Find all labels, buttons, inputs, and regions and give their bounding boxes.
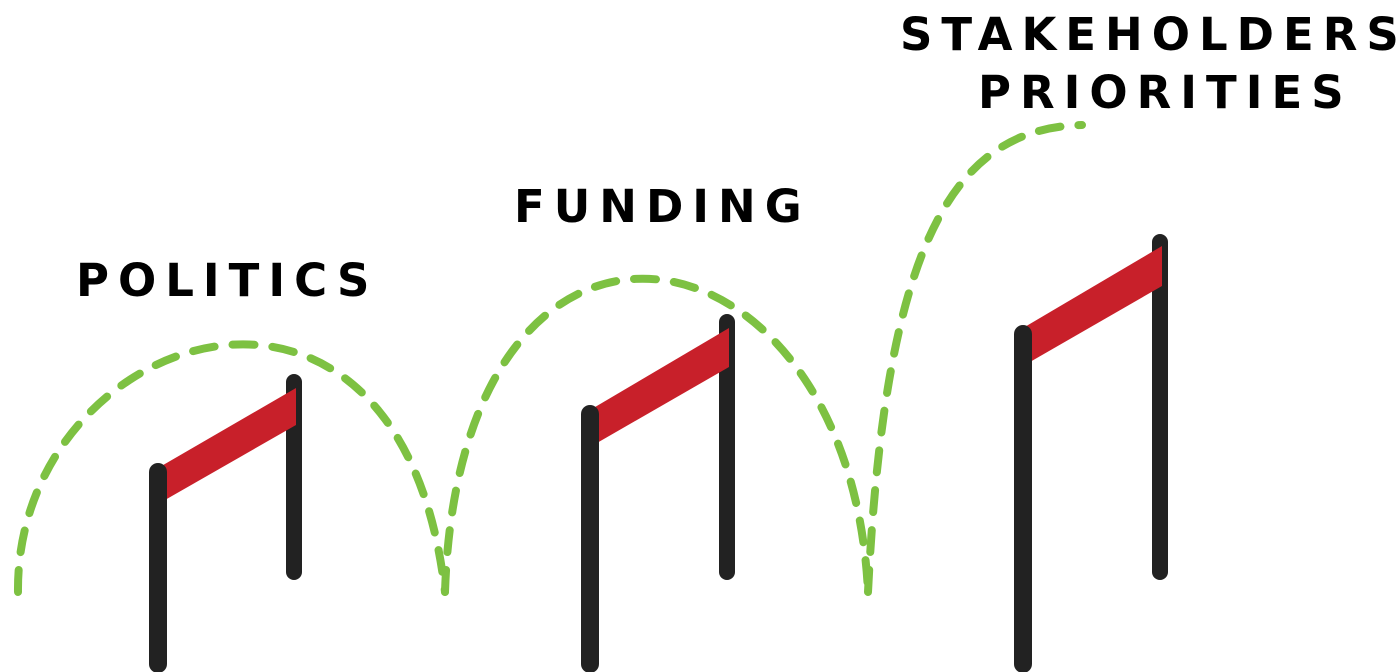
hurdle-2-bar bbox=[590, 328, 729, 447]
jump-path bbox=[13, 121, 1086, 596]
hurdle-1-bar bbox=[158, 388, 296, 504]
label-stakeholders: STAKEHOLDERS’ bbox=[900, 8, 1398, 61]
jump-arc-2 bbox=[441, 274, 872, 596]
hurdle-icon-3 bbox=[1014, 234, 1168, 672]
label-funding: FUNDING bbox=[514, 180, 811, 233]
jump-arc-1 bbox=[13, 340, 449, 596]
hurdle-icon-2 bbox=[581, 314, 735, 672]
hurdle-icon-1 bbox=[149, 374, 302, 672]
label-priorities: PRIORITIES bbox=[978, 66, 1353, 119]
jump-arc-3 bbox=[864, 121, 1086, 596]
label-politics: POLITICS bbox=[76, 254, 379, 307]
hurdle-3-bar bbox=[1023, 246, 1162, 366]
